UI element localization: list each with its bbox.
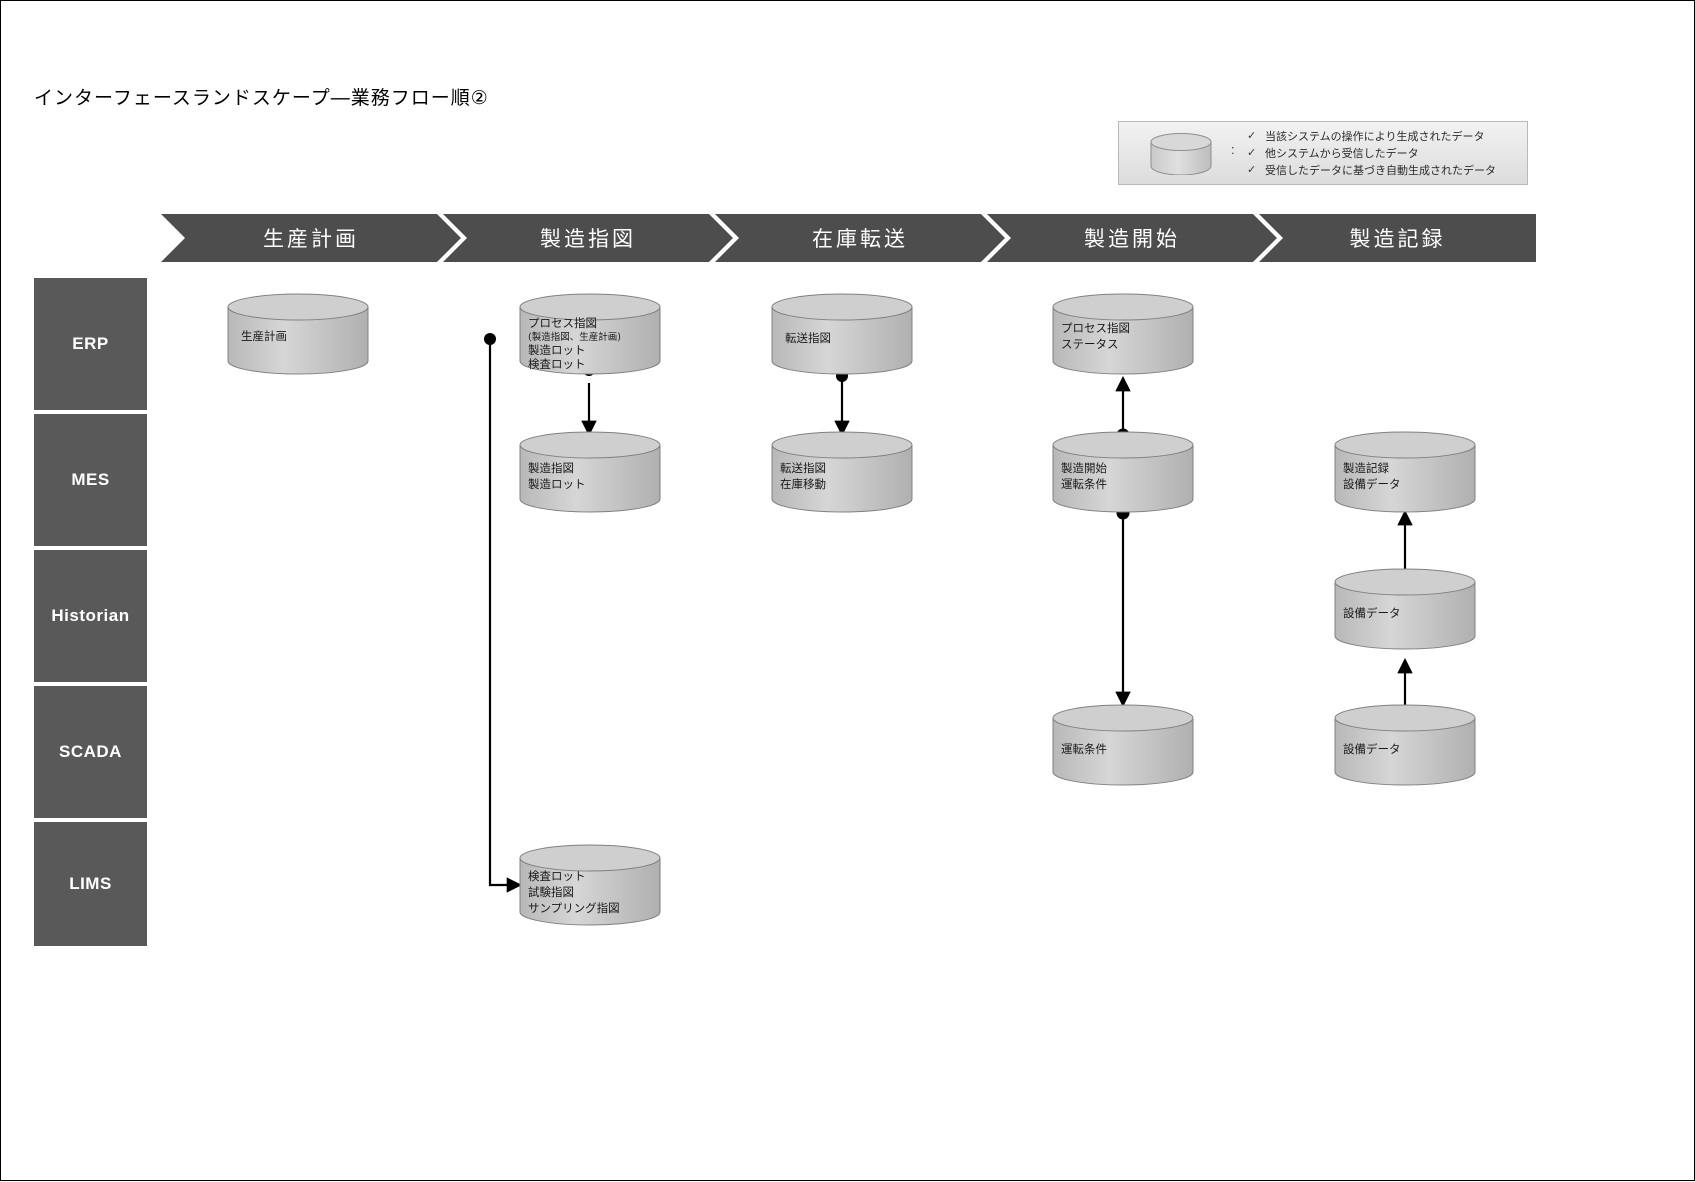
data-node-erp-process-status[interactable]: プロセス指図 ステータス (1052, 293, 1194, 375)
node-label-line1: 製造指図 (528, 461, 574, 475)
phase-chevron-seizou-kiroku[interactable]: 製造記録 (1259, 214, 1536, 262)
data-node-erp-seisan-keikaku[interactable]: 生産計画 (227, 293, 369, 375)
node-label-line2: 設備データ (1343, 477, 1401, 491)
node-label: 運転条件 (1061, 742, 1107, 756)
data-node-mes-seizou-shizu[interactable]: 製造指図 製造ロット (519, 431, 661, 513)
system-label: SCADA (59, 742, 122, 761)
data-node-erp-tensou-shizu[interactable]: 転送指図 (771, 293, 913, 375)
data-node-mes-tensou-shizu[interactable]: 転送指図 在庫移動 (771, 431, 913, 513)
sidebar-item-erp[interactable]: ERP (34, 278, 147, 410)
data-node-historian-setsubi-data[interactable]: 設備データ (1334, 568, 1476, 650)
node-label-line3: 製造ロット (528, 343, 586, 357)
system-label: LIMS (69, 874, 112, 893)
system-label: Historian (51, 606, 130, 625)
data-node-scada-unten-jouken[interactable]: 運転条件 (1052, 704, 1194, 786)
data-node-erp-process-shizu[interactable]: プロセス指図 (製造指図、生産計画) 製造ロット 検査ロット (519, 293, 661, 375)
check-icon: ✓ (1247, 147, 1257, 159)
legend-items: ✓ 当該システムの操作により生成されたデータ ✓ 他システムから受信したデータ … (1247, 128, 1522, 179)
phase-label: 在庫転送 (812, 227, 908, 251)
node-label-line1: プロセス指図 (528, 316, 597, 330)
phase-chevron-band: 生産計画 製造指図 在庫転送 製造開始 製造記録 (161, 214, 1536, 262)
node-label-line1: プロセス指図 (1061, 321, 1130, 335)
node-label-line2: 試験指図 (528, 885, 574, 899)
phase-label: 生産計画 (263, 227, 359, 251)
legend-item: ✓ 受信したデータに基づき自動生成されたデータ (1247, 162, 1522, 179)
check-icon: ✓ (1247, 164, 1257, 176)
data-node-scada-setsubi-data[interactable]: 設備データ (1334, 704, 1476, 786)
data-node-lims-kensa-lot[interactable]: 検査ロット 試験指図 サンプリング指図 (519, 844, 661, 926)
system-label: MES (71, 470, 110, 489)
sidebar-item-mes[interactable]: MES (34, 414, 147, 546)
data-node-mes-seizou-kiroku[interactable]: 製造記録 設備データ (1334, 431, 1476, 513)
node-label-line1: 検査ロット (528, 869, 586, 883)
phase-label: 製造開始 (1084, 227, 1180, 251)
legend-item: ✓ 当該システムの操作により生成されたデータ (1247, 128, 1522, 145)
edge-erp-to-lims-kensa (488, 339, 523, 893)
node-label: 設備データ (1343, 606, 1401, 620)
phase-chevron-zaiko-tensou[interactable]: 在庫転送 (715, 214, 1005, 262)
node-label-line2: (製造指図、生産計画) (528, 332, 621, 343)
legend-separator: : (1231, 142, 1235, 157)
node-label-line2: 在庫移動 (780, 477, 826, 491)
phase-label: 製造指図 (540, 227, 636, 251)
legend-item-label: 当該システムの操作により生成されたデータ (1265, 130, 1485, 143)
node-label-line1: 製造開始 (1061, 461, 1107, 475)
sidebar-item-lims[interactable]: LIMS (34, 822, 147, 946)
node-label: 転送指図 (785, 331, 831, 345)
node-label-line2: 運転条件 (1061, 477, 1107, 491)
database-cylinder-icon (1149, 133, 1213, 176)
legend-item-label: 受信したデータに基づき自動生成されたデータ (1265, 164, 1496, 177)
data-node-mes-seizou-kaishi[interactable]: 製造開始 運転条件 (1052, 431, 1194, 513)
page-title: インターフェースランドスケープ―業務フロー順② (34, 87, 489, 109)
node-label-line3: サンプリング指図 (528, 901, 620, 915)
node-label-line2: 製造ロット (528, 477, 586, 491)
node-label: 設備データ (1343, 742, 1401, 756)
node-label-line1: 転送指図 (780, 461, 826, 475)
node-label-line1: 製造記録 (1343, 461, 1389, 475)
node-label-line4: 検査ロット (528, 357, 586, 371)
phase-chevron-seizou-shizu[interactable]: 製造指図 (443, 214, 733, 262)
node-label: 生産計画 (241, 329, 287, 343)
phase-chevron-seisan-keikaku[interactable]: 生産計画 (161, 214, 461, 262)
legend-item-label: 他システムから受信したデータ (1265, 147, 1419, 160)
legend-item: ✓ 他システムから受信したデータ (1247, 145, 1522, 162)
system-label: ERP (72, 334, 109, 353)
check-icon: ✓ (1247, 130, 1257, 142)
node-label-line2: ステータス (1061, 337, 1119, 351)
phase-chevron-seizou-kaishi[interactable]: 製造開始 (987, 214, 1277, 262)
phase-label: 製造記録 (1349, 227, 1446, 251)
edge-endpoint-dot (484, 333, 496, 345)
sidebar-item-historian[interactable]: Historian (34, 550, 147, 682)
legend-box: : ✓ 当該システムの操作により生成されたデータ ✓ 他システムから受信したデー… (1118, 121, 1528, 185)
sidebar-item-scada[interactable]: SCADA (34, 686, 147, 818)
